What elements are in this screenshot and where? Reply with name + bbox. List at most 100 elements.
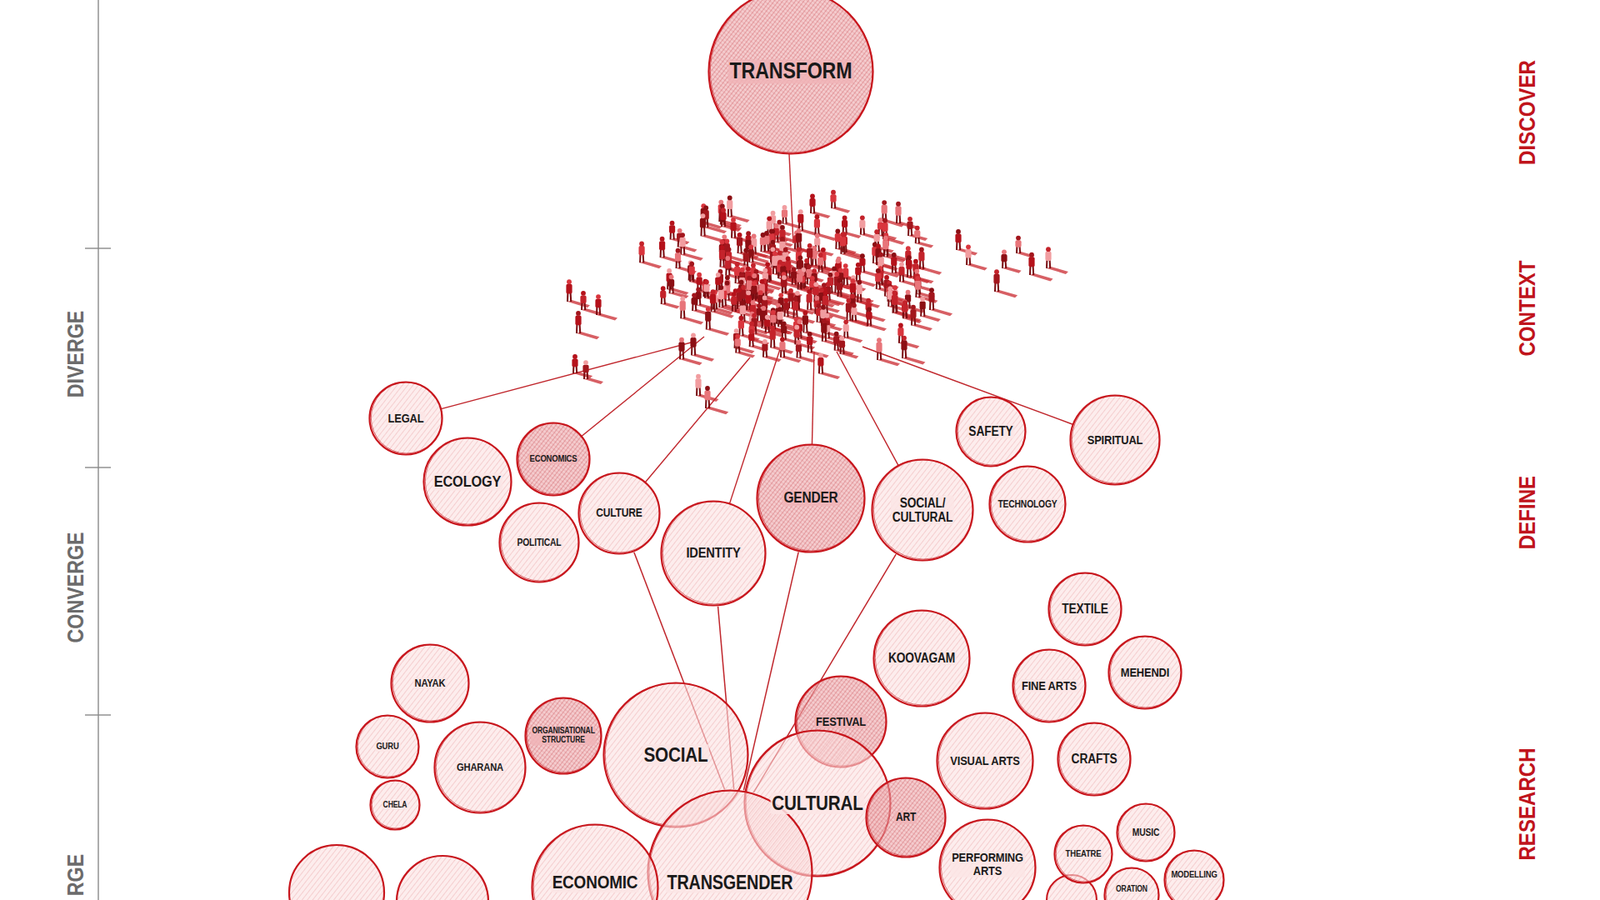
crowd-spoke <box>836 351 899 465</box>
person-figure <box>809 194 830 220</box>
person-figure <box>748 329 768 352</box>
crowd-spoke <box>645 357 750 482</box>
person-figure <box>565 279 590 308</box>
person-figure <box>835 229 857 255</box>
person-figure <box>914 225 934 249</box>
circle-label: SAFETY <box>967 424 1015 439</box>
person-figure <box>813 281 835 308</box>
person-figure <box>705 306 730 336</box>
person-figure <box>771 250 796 280</box>
person-figure <box>875 268 898 295</box>
person-figure <box>666 268 690 295</box>
person-figure <box>703 205 727 235</box>
person-figure <box>787 288 810 314</box>
person-figure <box>820 318 845 348</box>
circle-label: ORATION <box>1114 885 1149 895</box>
person-figure <box>719 203 742 230</box>
person-figure <box>770 325 795 355</box>
axis-label: DIVERGE <box>65 310 88 399</box>
person-figure <box>895 201 919 230</box>
person-figure <box>638 241 662 270</box>
person-figure <box>750 300 774 328</box>
person-figure <box>735 287 759 315</box>
person-figure <box>900 335 925 365</box>
person-figure <box>730 291 752 317</box>
circle-label: IDENTITY <box>685 545 743 561</box>
person-figure <box>833 331 855 356</box>
crowd-spoke <box>811 351 815 445</box>
person-figure <box>834 271 858 300</box>
person-figure <box>595 294 618 320</box>
crowd-spoke <box>581 336 705 436</box>
topic-circle: POLITICAL <box>498 501 580 584</box>
circle-label: MUSIC <box>1130 827 1161 839</box>
person-figure <box>912 259 934 285</box>
person-figure <box>766 215 790 242</box>
circle-outline <box>1103 866 1160 900</box>
circle-label: GENDER <box>782 490 840 506</box>
person-figure <box>659 236 682 264</box>
person-figure <box>836 278 857 302</box>
person-figure <box>745 266 770 296</box>
person-figure <box>814 214 837 241</box>
person-figure <box>1045 246 1069 275</box>
topic-circle: PERFORMING ARTS <box>938 818 1037 900</box>
circle-label: MODELLING <box>1170 870 1220 880</box>
person-figure <box>965 244 987 270</box>
person-figure <box>843 319 864 343</box>
crowd-spoke <box>789 154 794 244</box>
phase-label: CONTEXT <box>1515 260 1540 356</box>
topic-circle: SPIRITUAL <box>1069 394 1161 486</box>
person-figure <box>1000 249 1021 273</box>
person-figure <box>700 213 725 243</box>
person-figure <box>795 340 815 363</box>
person-figure <box>877 217 897 240</box>
circle-label: GURU <box>375 741 401 752</box>
circle-label: THEATRE <box>1064 849 1103 860</box>
person-figure <box>840 232 864 260</box>
person-figure <box>710 289 735 318</box>
person-figure <box>687 260 710 286</box>
person-figure <box>875 337 900 366</box>
person-figure <box>897 323 920 350</box>
topic-circle: MEHENDI <box>1107 635 1183 710</box>
person-figure <box>824 313 847 340</box>
person-figure <box>735 334 756 359</box>
circle-label: SOCIAL/ CULTURAL <box>890 495 955 525</box>
person-figure <box>780 261 805 290</box>
circle-label: SPIRITUAL <box>1085 433 1145 447</box>
person-figure <box>779 336 801 363</box>
person-figure <box>689 261 711 288</box>
person-figure <box>700 203 723 229</box>
person-figure <box>770 229 792 255</box>
topic-circle: THEATRE <box>1053 824 1114 885</box>
circle-label: ORGANISATIONAL STRUCTURE <box>530 726 597 745</box>
person-figure <box>839 335 860 359</box>
person-figure <box>797 209 821 237</box>
circle-label: TECHNOLOGY <box>996 499 1060 510</box>
person-figure <box>806 331 830 359</box>
person-figure <box>1028 252 1053 282</box>
circle-label: CULTURAL <box>770 792 865 815</box>
topic-circle: TECHNOLOGY <box>988 465 1067 544</box>
topic-circle: CHELA <box>369 779 421 831</box>
phase-label: DEFINE <box>1515 475 1540 550</box>
topic-circle: ECONOMICS <box>515 421 591 497</box>
circle-label: NAYAK <box>413 677 447 690</box>
person-figure <box>733 328 755 354</box>
person-figure <box>669 220 690 245</box>
person-figure <box>776 260 797 284</box>
person-figure <box>680 232 704 261</box>
person-figure <box>820 282 841 306</box>
person-figure <box>749 321 770 346</box>
person-figure <box>678 337 702 365</box>
person-figure <box>1015 235 1035 259</box>
topic-circle: SOCIAL/ CULTURAL <box>870 458 975 562</box>
person-figure <box>776 220 796 243</box>
circle-label: ART <box>894 810 918 824</box>
circle-label: MEHENDI <box>1119 665 1171 680</box>
person-figure <box>748 245 768 268</box>
person-figure <box>805 264 828 290</box>
topic-circle: VISUAL ARTS <box>935 711 1035 810</box>
